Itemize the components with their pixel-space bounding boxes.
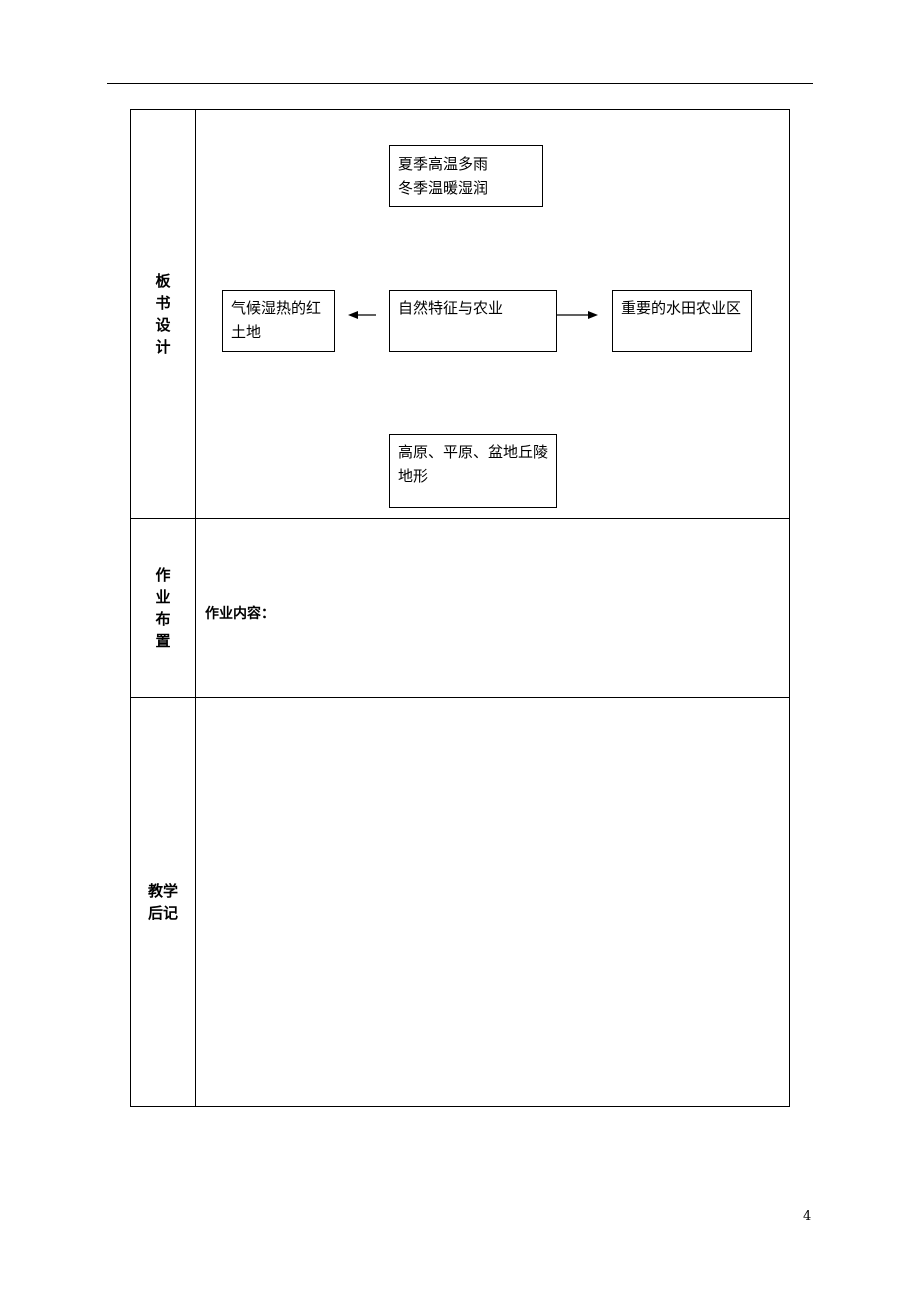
homework-content-label: 作业内容： xyxy=(205,606,275,622)
right-arrow xyxy=(557,311,598,319)
red-soil-box: 气候湿热的红土地 xyxy=(222,290,335,352)
board-design-row: 板书设计 夏季高温多雨 冬季温暖湿润 气候湿热的红土地 自然特征与农业 重要的水… xyxy=(130,109,790,519)
header-rule xyxy=(107,83,813,84)
nature-agriculture-box: 自然特征与农业 xyxy=(389,290,557,352)
board-design-content: 夏季高温多雨 冬季温暖湿润 气候湿热的红土地 自然特征与农业 重要的水田农业区 … xyxy=(195,109,790,519)
teaching-notes-label: 教学后记 xyxy=(147,882,178,922)
board-diagram: 夏季高温多雨 冬季温暖湿润 气候湿热的红土地 自然特征与农业 重要的水田农业区 … xyxy=(196,110,789,518)
homework-label: 作业布置 xyxy=(155,566,171,650)
teaching-notes-content[interactable] xyxy=(195,697,790,1107)
lesson-plan-table: 板书设计 夏季高温多雨 冬季温暖湿润 气候湿热的红土地 自然特征与农业 重要的水… xyxy=(130,109,790,1107)
board-design-label-cell: 板书设计 xyxy=(130,109,196,519)
homework-label-cell: 作业布置 xyxy=(130,518,196,698)
climate-box: 夏季高温多雨 冬季温暖湿润 xyxy=(389,145,543,207)
homework-content[interactable]: 作业内容： xyxy=(195,518,790,698)
paddy-field-box: 重要的水田农业区 xyxy=(612,290,752,352)
board-design-label: 板书设计 xyxy=(155,272,171,356)
climate-summer-line: 夏季高温多雨 xyxy=(398,155,489,173)
climate-winter-line: 冬季温暖湿润 xyxy=(398,179,489,197)
teaching-notes-row: 教学后记 xyxy=(130,697,790,1107)
page-number: 4 xyxy=(803,1209,812,1224)
teaching-notes-label-cell: 教学后记 xyxy=(130,697,196,1107)
diagram-arrows xyxy=(348,311,598,319)
landform-box: 高原、平原、盆地丘陵地形 xyxy=(389,434,557,508)
left-arrow xyxy=(348,311,376,319)
homework-row: 作业布置 作业内容： xyxy=(130,518,790,698)
